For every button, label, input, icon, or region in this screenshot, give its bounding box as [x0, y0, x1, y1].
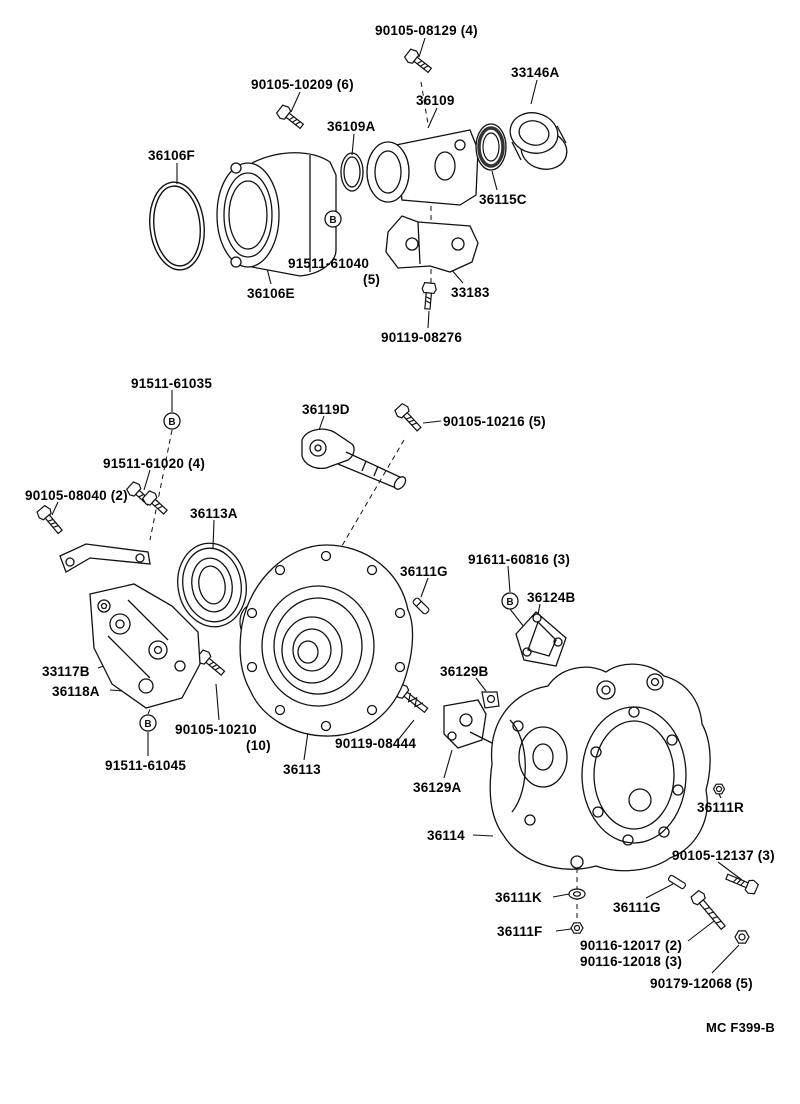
bolt-90105-10216: [394, 403, 422, 432]
part-36118a-bracket: [89, 583, 201, 709]
part-label-91611-60816: 91611-60816 (3): [468, 552, 571, 567]
svg-text:B: B: [144, 719, 151, 730]
part-36111k-washer: [568, 888, 586, 900]
bolt-symbol-b-3: B: [501, 592, 519, 610]
part-label-36129a: 36129A: [413, 780, 462, 795]
part-label-36106e: 36106E: [247, 286, 295, 301]
part-label-90105-08040: 90105-08040 (2): [25, 488, 128, 503]
part-label-90116-12018: 90116-12018 (3): [580, 954, 683, 969]
part-36111g-stud: [667, 874, 687, 890]
part-36109a-o-ring: [340, 152, 364, 192]
part-label-36106f: 36106F: [148, 148, 195, 163]
part-36111f-plug: [570, 922, 584, 934]
part-label-33117b: 33117B: [42, 664, 90, 679]
leader-lines: [51, 37, 743, 974]
part-label-91511-61035: 91511-61035: [131, 376, 213, 391]
part-label-36114: 36114: [427, 828, 465, 843]
part-label-91511-61020: 91511-61020 (4): [103, 456, 206, 471]
part-label-36111g-pin: 36111G: [400, 564, 448, 579]
part-36119d-lever: [301, 428, 407, 490]
part-36111g-pin: [412, 597, 430, 615]
part-90179-12068-nut: [734, 930, 750, 944]
part-label-33183: 33183: [451, 285, 490, 300]
svg-text:B: B: [506, 597, 513, 608]
part-36111r-nut: [712, 783, 726, 795]
bolt-90105-12137: [725, 873, 760, 895]
part-33183-bracket: [385, 215, 479, 273]
part-label-91511-61040: 91511-61040: [288, 256, 370, 271]
part-label-36113: 36113: [283, 762, 321, 777]
svg-text:B: B: [168, 417, 175, 428]
figure-code: MC F399-B: [706, 1020, 775, 1035]
part-label-36111r: 36111R: [697, 800, 744, 815]
part-label-90105-10216: 90105-10216 (5): [443, 414, 546, 429]
part-label-36113a: 36113A: [190, 506, 238, 521]
part-label-91511-61045: 91511-61045: [105, 758, 187, 773]
part-label-36109a: 36109A: [327, 119, 376, 134]
part-36113-case: [239, 544, 414, 737]
part-label-90116-12017: 90116-12017 (2): [580, 938, 683, 953]
part-36109-bracket: [366, 129, 479, 206]
part-33146a-collar: [509, 112, 568, 170]
part-label-90105-12137: 90105-12137 (3): [672, 848, 775, 863]
bolt-90119-08276: [421, 281, 437, 310]
part-label-90105-08129: 90105-08129 (4): [375, 23, 478, 38]
part-label-90119-08444: 90119-08444: [335, 736, 417, 751]
part-label-90119-08276: 90119-08276: [381, 330, 463, 345]
part-label-36111f: 36111F: [497, 924, 543, 939]
part-label-36118a: 36118A: [52, 684, 100, 699]
part-label-90179-12068: 90179-12068 (5): [650, 976, 753, 991]
part-36124b-cover: [515, 611, 567, 667]
part-label-33146a: 33146A: [511, 65, 560, 80]
part-label-90105-10209: 90105-10209 (6): [251, 77, 354, 92]
part-label-36115c: 36115C: [479, 192, 527, 207]
bolt-91511-61020-b: [141, 490, 168, 515]
part-36114-case: [489, 663, 711, 872]
part-36115c-seal: [475, 123, 507, 171]
part-label-36119d: 36119D: [302, 402, 350, 417]
bolt-symbol-b-4: B: [139, 714, 157, 732]
part-label-36124b: 36124B: [527, 590, 576, 605]
part-label-36129b: 36129B: [440, 664, 489, 679]
part-label-91511-61040-qty: (5): [363, 272, 381, 287]
part-label-36111g-stud: 36111G: [613, 900, 661, 915]
part-label-90105-10210-qty: (10): [246, 738, 271, 753]
bolt-symbol-b-2: B: [163, 412, 181, 430]
part-33117b-strap: [59, 543, 151, 573]
part-36129a-bracket: [443, 699, 495, 749]
part-36106e-housing: [216, 152, 337, 277]
part-label-90105-10210: 90105-10210: [175, 722, 257, 737]
bolt-90105-08129: [403, 48, 433, 74]
part-36129b-clip: [481, 691, 500, 709]
part-label-36111k: 36111K: [495, 890, 542, 905]
svg-text:B: B: [329, 215, 336, 226]
bolt-90116-12017: [690, 889, 726, 931]
bolt-90105-10209: [275, 104, 305, 130]
part-36113a-bearing: [177, 542, 247, 628]
part-label-36109: 36109: [416, 93, 455, 108]
part-36106f-o-ring: [149, 181, 205, 271]
bolt-90105-08040: [36, 504, 63, 535]
bolt-symbol-b-1: B: [324, 210, 342, 228]
